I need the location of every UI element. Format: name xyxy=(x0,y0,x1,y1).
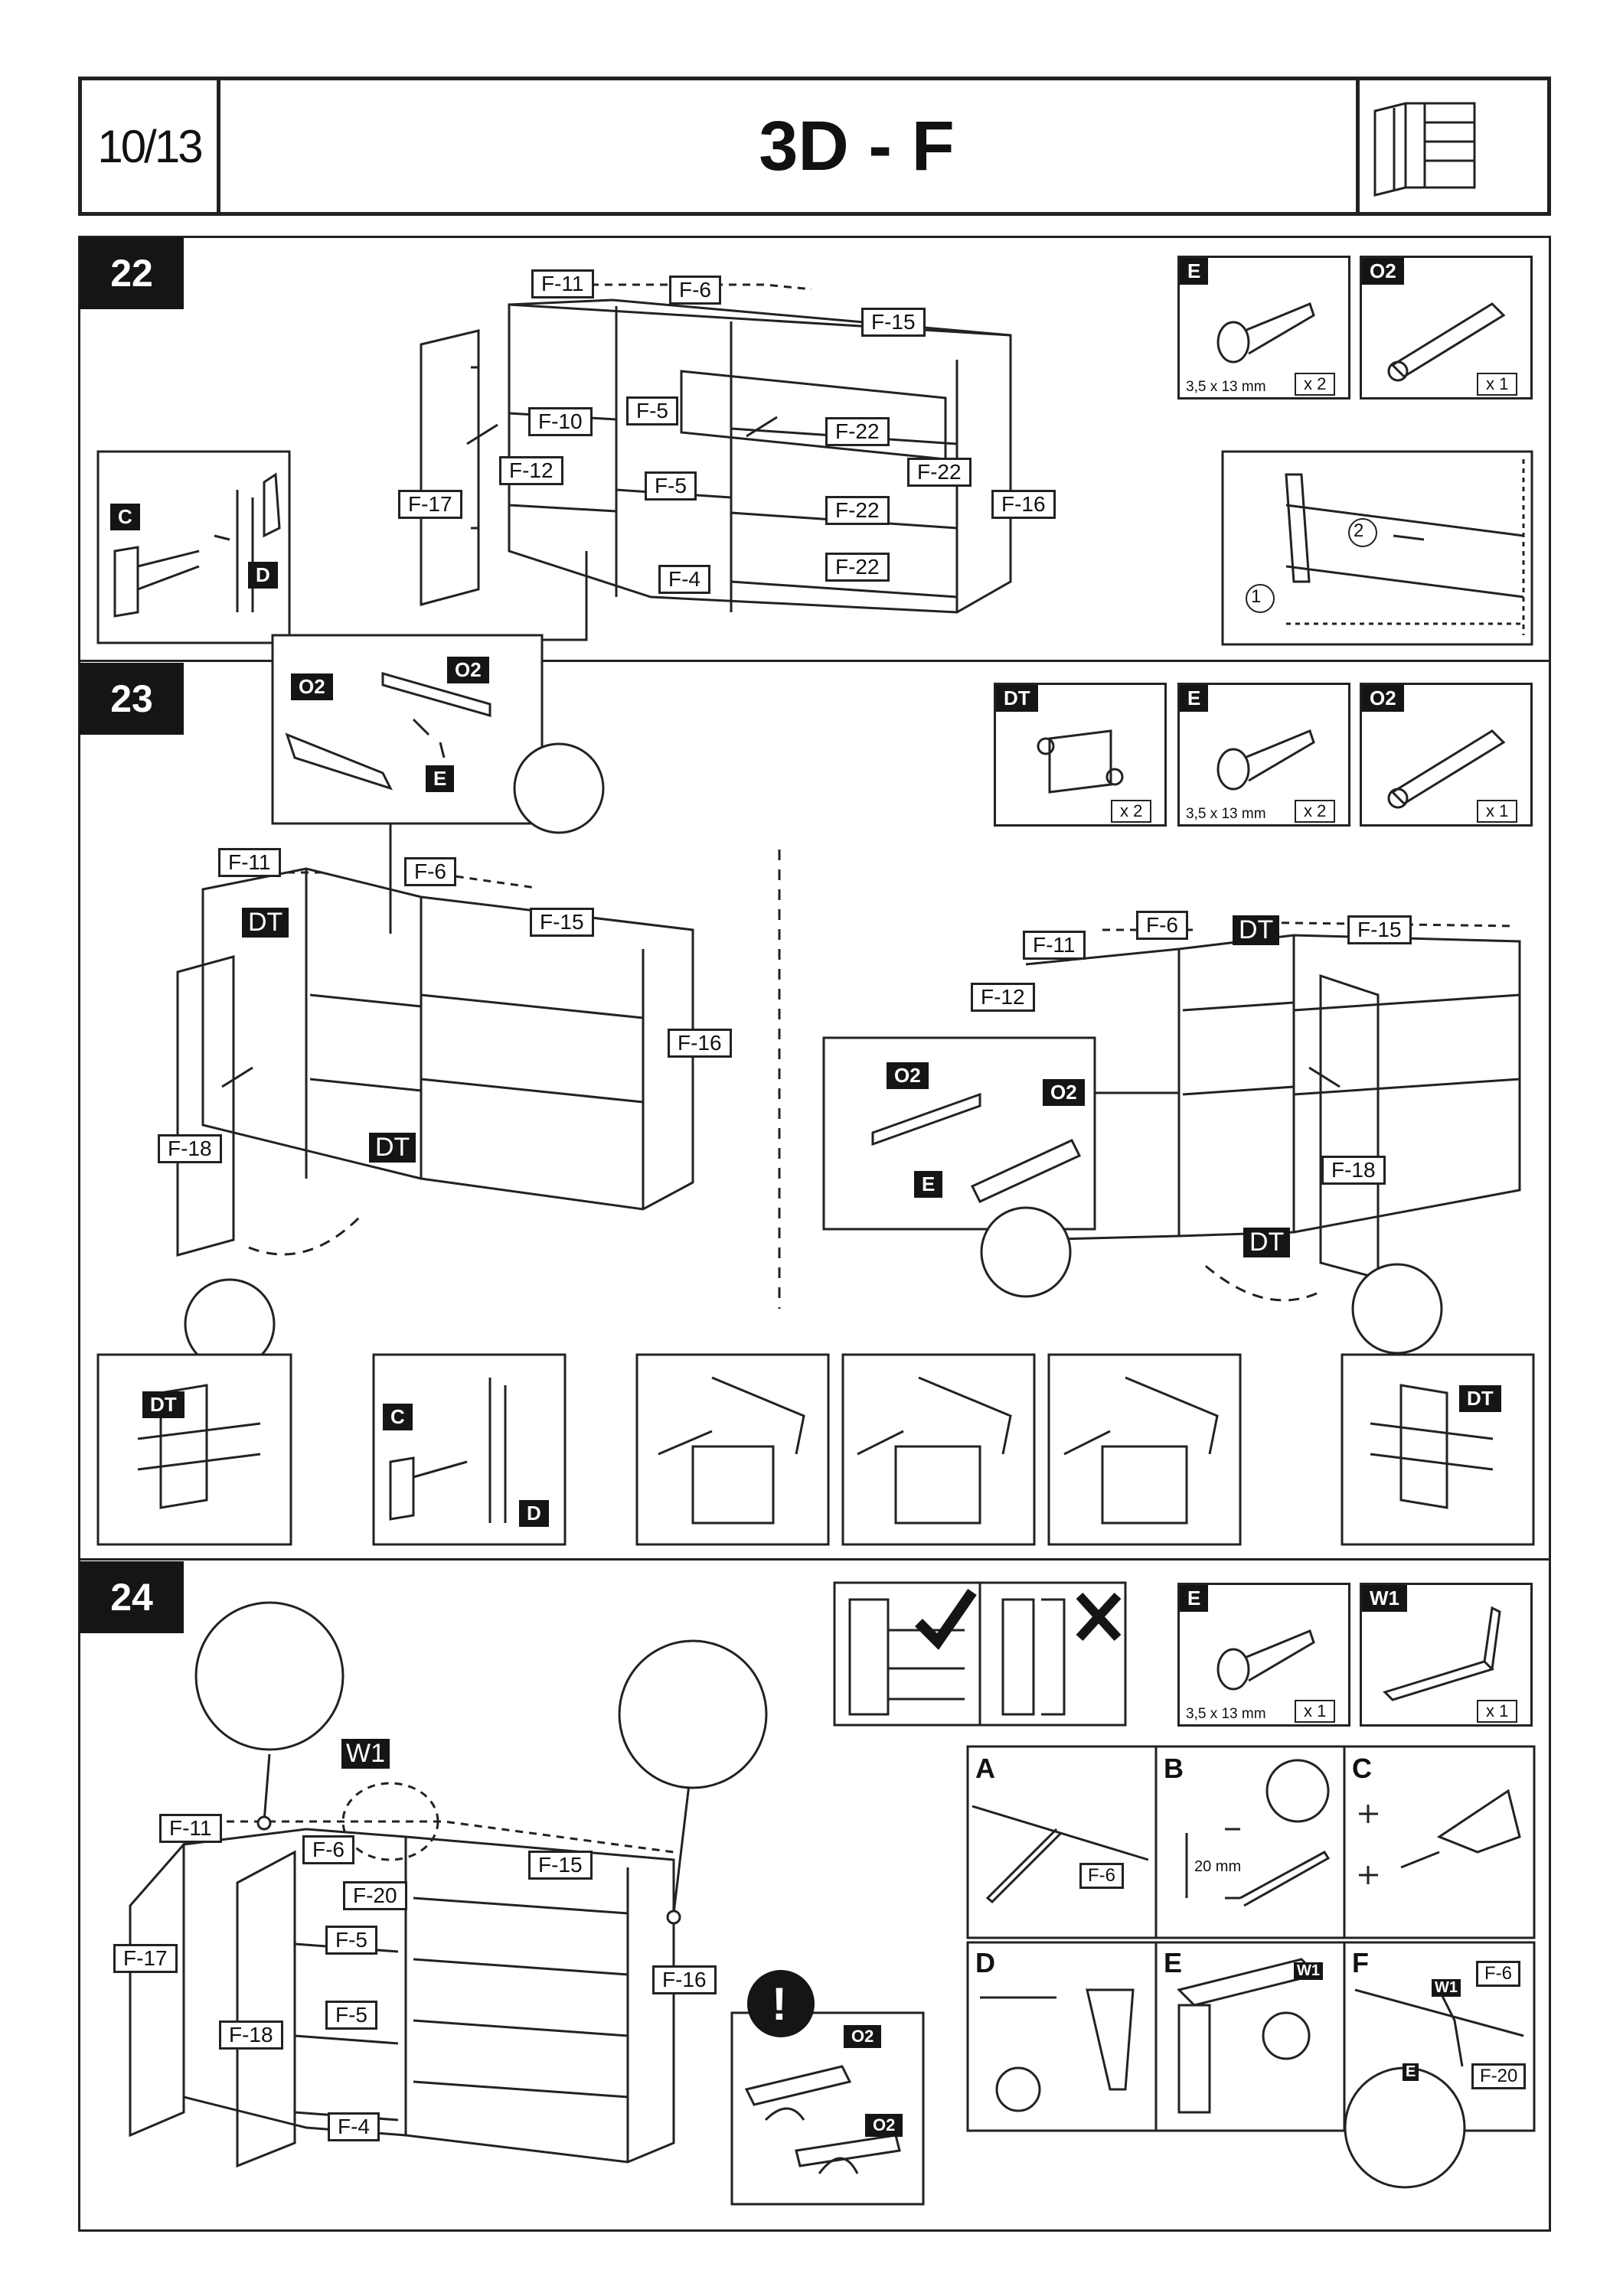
screw-icon xyxy=(1216,1629,1315,1691)
part-box-w1: W1 x 1 xyxy=(1360,1583,1533,1727)
part-tag-d: D xyxy=(519,1500,549,1527)
label-f6: F-6 xyxy=(1079,1863,1124,1889)
label-f18: F-18 xyxy=(1321,1156,1386,1185)
page-number: 10/13 xyxy=(82,80,220,212)
part-tag-o2: O2 xyxy=(291,673,333,700)
part-tag-c: C xyxy=(383,1404,413,1430)
label-f12: F-12 xyxy=(499,456,563,485)
part-tag-dt: DT xyxy=(1243,1228,1291,1257)
label-f11: F-11 xyxy=(159,1814,222,1843)
screw-icon xyxy=(1216,302,1315,364)
page-title: 3D - F xyxy=(759,106,955,185)
label-f18: F-18 xyxy=(219,2020,283,2050)
part-tag-dt: DT xyxy=(1233,915,1280,945)
part-tag-d: D xyxy=(248,562,278,589)
part-tag-dt: DT xyxy=(242,908,289,938)
part-tag-e: E xyxy=(1403,2063,1419,2081)
label-f5: F-5 xyxy=(645,471,697,501)
step-marker: 2 xyxy=(1354,520,1364,541)
section-divider xyxy=(78,660,1551,662)
bracket-icon xyxy=(1383,1606,1501,1701)
label-f10: F-10 xyxy=(528,407,593,436)
part-tag-o2: O2 xyxy=(1043,1079,1085,1106)
part-box-dt: DT x 2 xyxy=(994,683,1167,827)
label-f4: F-4 xyxy=(658,565,710,594)
hinge-plate-icon xyxy=(1037,729,1124,794)
step-marker: 1 xyxy=(1251,586,1262,607)
part-box-e: E 3,5 x 13 mm x 2 xyxy=(1177,683,1350,827)
label-f5: F-5 xyxy=(626,396,678,426)
part-box-e: E 3,5 x 13 mm x 1 xyxy=(1177,1583,1350,1727)
label-f12: F-12 xyxy=(971,983,1035,1012)
part-tag-e: E xyxy=(426,765,455,792)
label-f6: F-6 xyxy=(302,1835,354,1864)
part-box-o2: O2 x 1 xyxy=(1360,683,1533,827)
part-tag-o2: O2 xyxy=(887,1062,929,1089)
part-tag-dt: DT xyxy=(369,1133,416,1163)
measure-label: 20 mm xyxy=(1194,1858,1242,1875)
substep-label: C xyxy=(1352,1753,1372,1784)
part-tag-o2: O2 xyxy=(865,2114,903,2137)
part-tag-dt: DT xyxy=(1459,1385,1501,1412)
part-tag-c: C xyxy=(110,504,140,530)
label-f11: F-11 xyxy=(1023,931,1086,960)
part-box-e: E 3,5 x 13 mm x 2 xyxy=(1177,256,1350,400)
part-tag-w1: W1 xyxy=(341,1739,390,1769)
label-f22: F-22 xyxy=(907,458,972,487)
substep-label: F xyxy=(1352,1947,1369,1978)
part-tag-e: E xyxy=(914,1171,943,1198)
part-box-o2: O2 x 1 xyxy=(1360,256,1533,400)
label-f16: F-16 xyxy=(991,490,1056,519)
label-f11: F-11 xyxy=(531,269,594,298)
bumper-icon xyxy=(1387,302,1506,382)
warning-icon: ! xyxy=(772,1978,787,2030)
page-header: 10/13 3D - F xyxy=(78,77,1551,216)
label-f22: F-22 xyxy=(825,496,890,525)
instructions-frame xyxy=(78,236,1551,2232)
label-f11: F-11 xyxy=(218,848,281,877)
part-tag-w1: W1 xyxy=(1432,1979,1461,1997)
label-f4: F-4 xyxy=(328,2112,380,2141)
label-f20: F-20 xyxy=(1471,2063,1527,2089)
label-f15: F-15 xyxy=(861,308,926,337)
label-f15: F-15 xyxy=(528,1851,593,1880)
part-tag-o2: O2 xyxy=(447,657,489,683)
label-f20: F-20 xyxy=(343,1881,407,1910)
step-number: 24 xyxy=(80,1561,184,1633)
part-tag-o2: O2 xyxy=(844,2025,882,2048)
part-tag-dt: DT xyxy=(142,1391,185,1418)
section-divider xyxy=(78,1558,1551,1561)
substep-label: D xyxy=(975,1947,995,1978)
substep-label: B xyxy=(1164,1753,1184,1784)
label-f16: F-16 xyxy=(668,1029,732,1058)
label-f17: F-17 xyxy=(113,1944,178,1973)
substep-label: A xyxy=(975,1753,995,1784)
label-f22: F-22 xyxy=(825,553,890,582)
label-f6: F-6 xyxy=(669,276,721,305)
label-f17: F-17 xyxy=(398,490,462,519)
label-f22: F-22 xyxy=(825,417,890,446)
label-f16: F-16 xyxy=(652,1965,717,1994)
label-f6: F-6 xyxy=(1476,1961,1520,1987)
label-f5: F-5 xyxy=(325,1926,377,1955)
label-f6: F-6 xyxy=(1136,911,1188,940)
step-number: 23 xyxy=(80,663,184,735)
part-tag-w1: W1 xyxy=(1294,1962,1323,1980)
step-number: 22 xyxy=(80,237,184,309)
label-f5: F-5 xyxy=(325,2001,377,2030)
substep-label: E xyxy=(1164,1947,1183,1978)
screw-icon xyxy=(1216,729,1315,791)
label-f6: F-6 xyxy=(404,857,456,886)
label-f18: F-18 xyxy=(158,1134,222,1163)
label-f15: F-15 xyxy=(1347,915,1412,944)
bumper-icon xyxy=(1387,729,1506,809)
label-f15: F-15 xyxy=(530,908,594,937)
dresser-icon xyxy=(1356,80,1496,212)
